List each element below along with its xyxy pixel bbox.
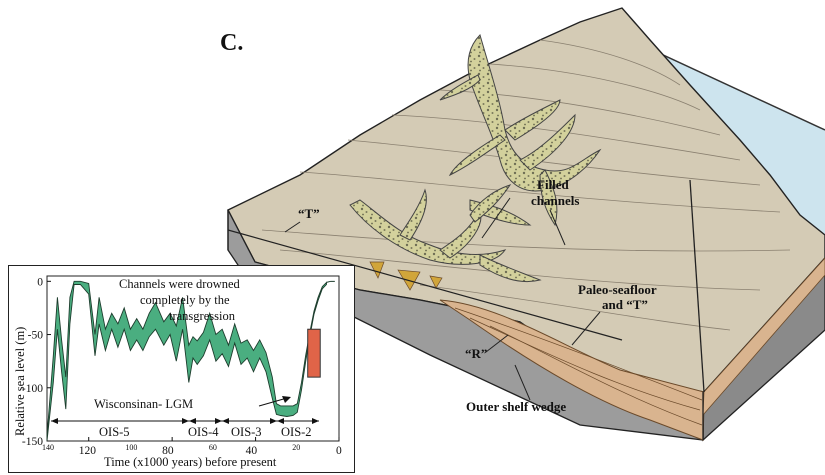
annotation-line-1: Channels were drowned <box>119 277 241 291</box>
x-minor-tick-label: 60 <box>209 443 217 452</box>
sea-level-band-area <box>46 280 327 442</box>
filled-channels-lower <box>349 184 542 283</box>
label-and-t: and “T” <box>602 297 648 312</box>
stage-ois-2: OIS-2 <box>281 425 312 439</box>
label-paleo-seafloor: Paleo-seafloor <box>578 282 657 297</box>
transgression-bar <box>307 328 321 378</box>
sea-level-band <box>46 280 335 442</box>
inset-ylabel: Relative sea level (m) <box>13 327 27 436</box>
label-filled: Filled <box>537 177 570 192</box>
x-tick-label: 120 <box>79 445 97 457</box>
x-tick-label: 80 <box>162 445 174 457</box>
inset-chart: 120 80 40 0 140 100 60 20 0 -50 -100 -150 Channels … <box>8 265 355 473</box>
lgm-label: Wisconsinan- LGM <box>94 397 193 411</box>
y-tick-label: -150 <box>22 436 43 448</box>
stage-ois-4: OIS-4 <box>188 425 219 439</box>
stage-ois-3: OIS-3 <box>231 425 262 439</box>
inset-plot: 120 80 40 0 140 100 60 20 0 -50 -100 -150 Channels … <box>13 275 342 469</box>
x-tick-label: 40 <box>246 445 258 457</box>
y-tick-label: -100 <box>22 383 43 395</box>
x-minor-tick-label: 100 <box>125 443 137 452</box>
stage-ois-5: OIS-5 <box>99 425 130 439</box>
y-tick-label: 0 <box>37 276 43 288</box>
x-minor-tick-label: 20 <box>292 443 300 452</box>
annotation-line-3: transgression <box>169 309 236 323</box>
inset-xlabel: Time (x1000 years) before present <box>104 455 277 469</box>
x-tick-label: 0 <box>336 445 342 457</box>
annotation-line-2: completely by the <box>140 293 230 307</box>
y-tick-label: -50 <box>28 330 44 342</box>
panel-letter: C. <box>220 30 243 56</box>
x-minor-tick-label: 140 <box>42 443 54 452</box>
label-r-reflector: “R” <box>465 346 487 361</box>
label-channels: channels <box>531 193 579 208</box>
label-outer-shelf-wedge: Outer shelf wedge <box>466 399 566 414</box>
filled-channels-upper <box>439 34 602 227</box>
label-t-reflector: “T” <box>298 206 320 221</box>
